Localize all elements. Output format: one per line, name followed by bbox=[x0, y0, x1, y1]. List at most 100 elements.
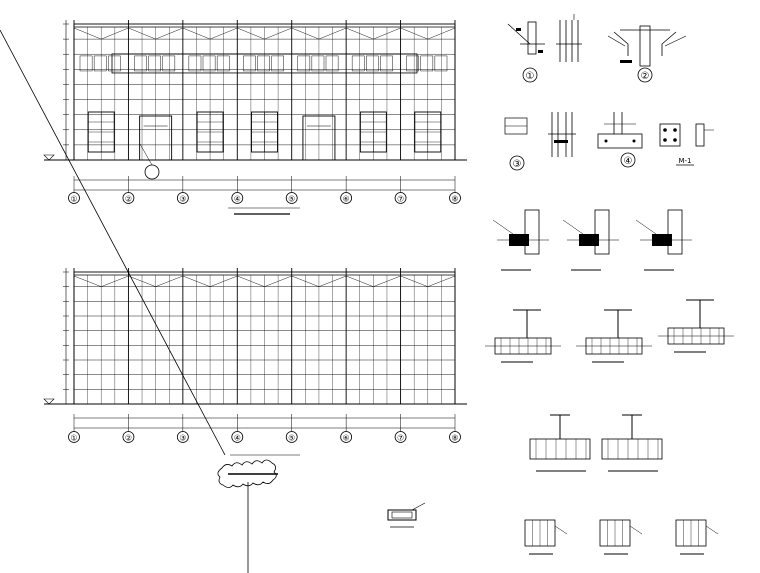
brace-line bbox=[427, 27, 456, 40]
grid-bubble-label: ④ bbox=[234, 434, 241, 443]
panel-cell bbox=[366, 55, 379, 72]
grid-bubble bbox=[285, 192, 298, 204]
grid-bubble-label: ③ bbox=[179, 434, 186, 443]
detail-2: ② bbox=[607, 25, 687, 83]
grid-bubble bbox=[122, 192, 135, 204]
panel-cell bbox=[243, 55, 256, 72]
brace-line bbox=[373, 27, 401, 40]
brace-line bbox=[346, 275, 374, 287]
leader bbox=[554, 525, 568, 535]
brace-line bbox=[128, 27, 156, 40]
door-opening bbox=[139, 115, 173, 161]
detail-bubble-4 bbox=[620, 152, 636, 168]
grid-bubble-label: ① bbox=[70, 434, 77, 443]
foundation-block bbox=[529, 438, 591, 460]
grid-bubble bbox=[394, 431, 407, 443]
grid-bubble-label: ② bbox=[125, 195, 132, 204]
panel-cell bbox=[406, 55, 419, 72]
grid-bubble-label: ⑥ bbox=[343, 195, 350, 204]
brace-line bbox=[237, 275, 265, 287]
panel-cell bbox=[297, 55, 311, 72]
grid-bubble bbox=[122, 431, 135, 443]
panel-cell bbox=[148, 55, 161, 72]
anchor-details bbox=[524, 519, 719, 555]
detail-bubble-2 bbox=[637, 67, 653, 83]
detail-label-4: ④ bbox=[624, 156, 633, 167]
panel-cell bbox=[325, 55, 339, 72]
grid-bubble bbox=[449, 431, 461, 443]
panel-cell bbox=[257, 55, 270, 72]
leader-line bbox=[0, 29, 226, 456]
grid-bubble-label: ⑦ bbox=[397, 195, 404, 204]
detail-label-1: ① bbox=[526, 71, 535, 82]
panel-cell bbox=[420, 55, 434, 72]
panel-cell bbox=[134, 55, 147, 72]
brace-line bbox=[264, 275, 292, 287]
brace-line bbox=[373, 275, 401, 287]
detail-bubble-1 bbox=[522, 67, 538, 83]
detail-label-3: ③ bbox=[513, 159, 522, 170]
panel-band bbox=[111, 53, 418, 74]
grid-bubble bbox=[68, 192, 80, 204]
panel-cell bbox=[202, 55, 216, 72]
grid-bubble bbox=[394, 192, 407, 204]
detail-bubble-3 bbox=[509, 155, 525, 171]
brace-line bbox=[209, 27, 238, 40]
brace-line bbox=[291, 275, 320, 287]
grid-bubble bbox=[285, 431, 298, 443]
brace-line bbox=[155, 275, 183, 287]
detail-1: ① bbox=[507, 14, 582, 83]
leader bbox=[705, 525, 719, 535]
detail-callout-leader bbox=[139, 143, 153, 166]
plate-label: M-1 bbox=[678, 157, 691, 165]
brace-line bbox=[182, 27, 211, 40]
brace-line bbox=[318, 27, 347, 40]
grid-bubble bbox=[231, 431, 244, 443]
plate-detail: M-1 bbox=[659, 123, 714, 166]
grid-bubble bbox=[340, 192, 353, 204]
panel-cell bbox=[434, 55, 448, 72]
brace-line bbox=[264, 27, 292, 40]
detail-label-2: ② bbox=[641, 71, 650, 82]
grid-bubble-label: ① bbox=[70, 195, 77, 204]
revision-cloud bbox=[217, 454, 300, 488]
grid-bubble bbox=[176, 431, 189, 443]
panel-cell bbox=[351, 55, 365, 72]
panel-cell bbox=[380, 55, 393, 72]
grid-bubble-label: ⑧ bbox=[451, 434, 458, 443]
grid-bubble bbox=[449, 192, 461, 204]
brace-line bbox=[400, 27, 428, 40]
panel-cell bbox=[271, 55, 284, 72]
panel-cell bbox=[79, 55, 93, 72]
panel-cell bbox=[311, 55, 325, 72]
brace-line bbox=[400, 275, 428, 287]
brace-line bbox=[209, 275, 238, 287]
panel-cell bbox=[108, 55, 121, 72]
leader bbox=[629, 525, 643, 535]
brace-line bbox=[101, 27, 129, 40]
foundation-block bbox=[601, 438, 663, 460]
grid-bubble bbox=[231, 192, 244, 204]
grid-bubble-label: ③ bbox=[179, 195, 186, 204]
level-marker bbox=[43, 398, 55, 405]
brace-line bbox=[128, 275, 156, 287]
grid-bubble-label: ② bbox=[125, 434, 132, 443]
column-stub bbox=[667, 209, 683, 255]
connection-details: ① ② ③ ④ bbox=[387, 14, 734, 555]
grid-bubble-label: ⑦ bbox=[397, 434, 404, 443]
grid-bubble-label: ⑤ bbox=[288, 195, 295, 204]
brace-line bbox=[318, 275, 347, 287]
grid-bubble-label: ④ bbox=[234, 195, 241, 204]
brace-line bbox=[101, 275, 129, 287]
brace-line bbox=[427, 275, 456, 287]
brace-line bbox=[73, 275, 102, 287]
level-marker bbox=[43, 154, 55, 161]
brace-line bbox=[346, 27, 374, 40]
column-stub bbox=[594, 209, 610, 255]
section-symbol bbox=[387, 502, 426, 528]
grid-bubble bbox=[340, 431, 353, 443]
brace-line bbox=[182, 275, 211, 287]
brace-line bbox=[155, 27, 183, 40]
